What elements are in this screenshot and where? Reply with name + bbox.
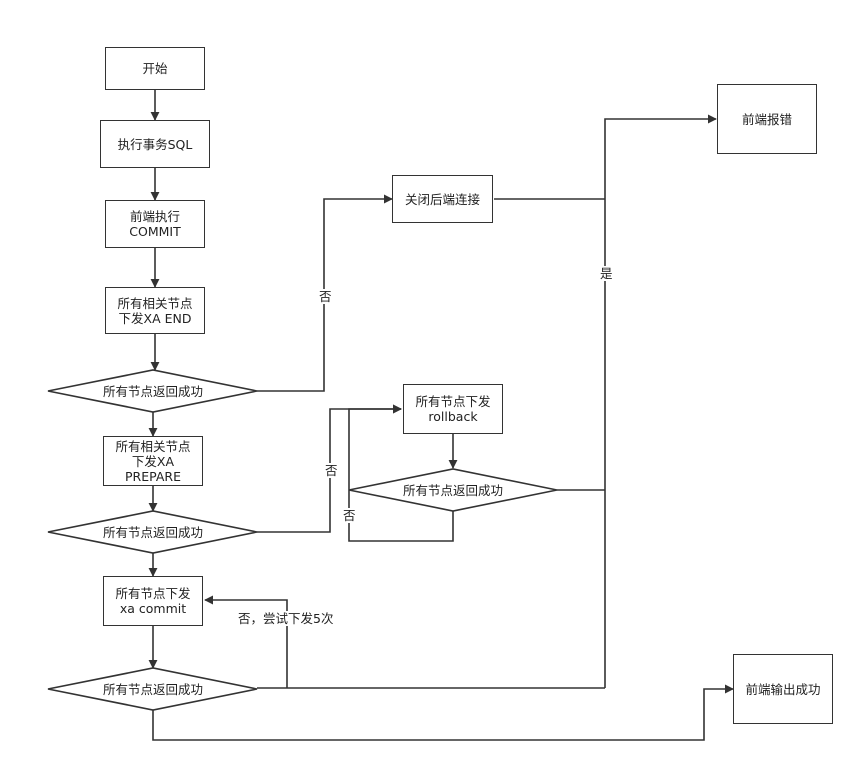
close-backend-box — [392, 175, 493, 223]
front-success-label: 前端输出成功 — [745, 681, 821, 697]
edge-check-rollback-no-loop — [348, 404, 454, 542]
front-success-box — [733, 654, 833, 724]
start-label: 开始 — [142, 61, 168, 76]
edge-label-no-prepare: 否 — [324, 463, 339, 478]
xa-end-label: 所有相关节点 下发XA END — [117, 295, 193, 326]
check-rollback-label: 所有节点返回成功 — [402, 482, 503, 498]
rollback-box — [403, 384, 503, 434]
xa-prepare-label: 所有相关节点 下发XA PREPARE — [115, 438, 191, 484]
check-prepare-label: 所有节点返回成功 — [102, 524, 203, 540]
xa-end-box — [105, 287, 205, 334]
front-commit-box — [105, 200, 205, 248]
xa-commit-box — [103, 576, 203, 626]
exec-sql-label: 执行事务SQL — [117, 136, 193, 152]
decision-check-end-shape — [47, 369, 258, 413]
edge-label-no-rollback: 否 — [342, 508, 357, 523]
start-box — [105, 47, 205, 90]
edge-label-no-commit-retry: 否，尝试下发5次 — [237, 611, 335, 626]
edge-check-commit-to-success — [152, 684, 734, 741]
decision-check-rollback-shape — [348, 468, 558, 512]
front-commit-label: 前端执行 COMMIT — [129, 209, 181, 239]
decision-check-commit-shape — [47, 667, 258, 711]
xa-prepare-box — [103, 436, 203, 486]
decision-check-prepare-shape — [47, 510, 258, 554]
edge-check-commit-no-retry — [204, 595, 288, 688]
front-error-box — [717, 84, 817, 154]
edge-error-bus-to-front-error — [604, 114, 717, 688]
rollback-label: 所有节点下发 rollback — [415, 394, 491, 424]
check-end-label: 所有节点返回成功 — [102, 383, 203, 399]
check-commit-label: 所有节点返回成功 — [102, 681, 203, 697]
edge-label-no-end: 否 — [318, 289, 333, 304]
close-backend-label: 关闭后端连接 — [404, 191, 480, 207]
exec-sql-box — [100, 120, 210, 168]
xa-commit-label: 所有节点下发 xa commit — [115, 586, 191, 616]
edge-label-yes-error: 是 — [599, 266, 614, 281]
front-error-label: 前端报错 — [741, 111, 792, 127]
